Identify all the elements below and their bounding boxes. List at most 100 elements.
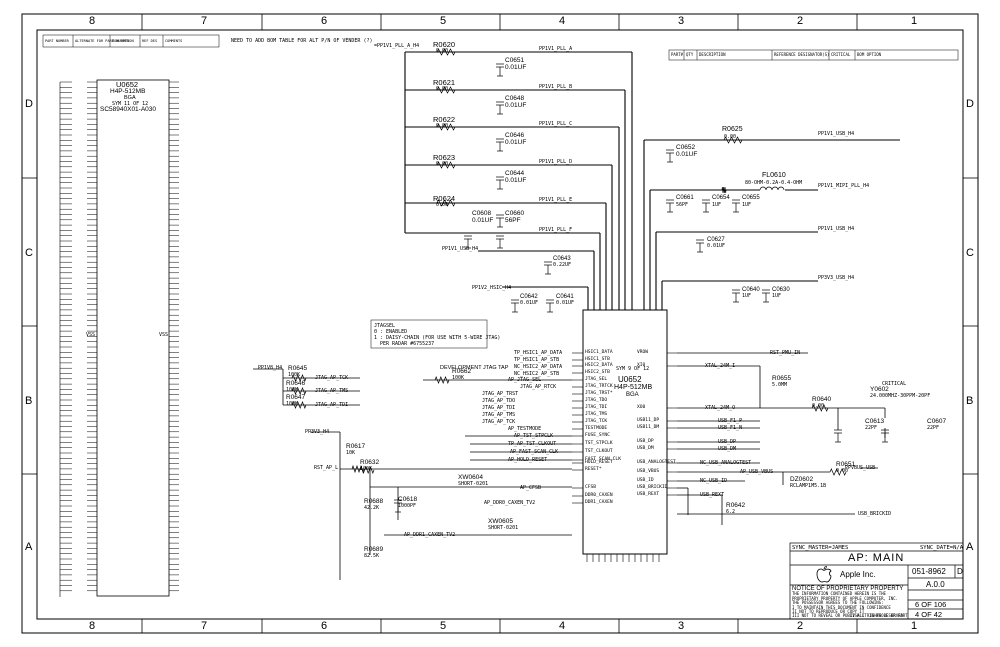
column-label-bottom: 1 <box>911 620 918 632</box>
r0651-value: 0.00 <box>836 468 849 474</box>
r0689-value: 82.5K <box>364 553 380 559</box>
main-chip-refdes: U0652 <box>618 375 642 384</box>
signal-jtag-tdi: JTAG_AP_TDI <box>482 405 516 411</box>
signal-jtag-sel: AP_JTAG_SEL <box>508 377 542 383</box>
jtag-note-1: 0 : ENABLED <box>374 329 408 335</box>
signal-ddr1: AP_DDR1_CAXEN_TV2 <box>404 532 456 538</box>
xw0605-value: SHORT-0201 <box>488 525 519 531</box>
notice-3: THE POSSESSOR AGREES TO THE FOLLOWING: <box>792 600 884 605</box>
left-chip-package: BGA <box>124 95 136 101</box>
main-chip-left-pin: DDR1_CAXEN <box>585 500 613 505</box>
c0640-ref: C0640 <box>742 287 760 293</box>
r0640-ref: R0640 <box>812 396 832 403</box>
notice-6: III NOT TO REVEAL OR PUBLISH IT IN WHOLE… <box>792 613 908 618</box>
signal-left-jtag-tms: JTAG_AP_TMS <box>315 388 349 394</box>
c0661-ref: C0661 <box>676 195 694 201</box>
c0643-ref: C0643 <box>553 256 571 262</box>
row-label-left: D <box>25 98 33 110</box>
page-number: 4 OF 42 <box>915 610 943 619</box>
signal-hsic1-data: TP_HSIC1_AP_DATA <box>514 350 563 356</box>
main-chip-right-pin: USB_REXT <box>637 492 660 497</box>
pll-resistor-value: 0.00 <box>436 86 449 92</box>
fl0610-val: 80-OHM-0.2A-0.4-OHM <box>745 180 803 186</box>
c0607-ref: C0607 <box>927 418 947 425</box>
net-pll-d: PP1V1_PLL_D <box>539 159 573 165</box>
r0647-value: 100K <box>286 401 299 407</box>
main-chip-right-pin: USB_ANALOGTEST <box>637 460 676 465</box>
main-chip-left-pin: TST_STPCLK <box>585 441 613 446</box>
signal-left-jtag-tdi: JTAG_AP_TDI <box>315 402 349 408</box>
column-label-top: 4 <box>559 15 566 27</box>
c0641-val: 0.01UF <box>556 300 575 306</box>
main-chip-right-pin: USB11_DP <box>637 418 660 423</box>
signal-usb-atest: NC_USB_ANALOGTEST <box>700 460 752 466</box>
signal-ppvbus: PPVBUS_USB <box>845 465 876 471</box>
row-label-left: B <box>25 395 33 407</box>
c0655-ref: C0655 <box>742 195 760 201</box>
notice-4: I TO MAINTAIN THIS DOCUMENT IN CONFIDENC… <box>792 604 891 610</box>
row-label-right: D <box>966 98 974 110</box>
c0607-value: 22PF <box>927 425 940 431</box>
r0625-val: 0.00 <box>724 134 737 140</box>
main-chip-package: BGA <box>626 392 639 398</box>
pll-cap-ref: C0608 <box>472 210 492 217</box>
pll-resistor-value: 0.00 <box>436 123 449 129</box>
pll-cap-value: 0.01UF <box>505 177 527 184</box>
net-pll-b: PP1V1_PLL_B <box>539 84 573 90</box>
signal-usb-brick: USB_BRICKID <box>858 511 892 517</box>
signal-ddr0: AP_DDR0_CAXEN_TV2 <box>484 500 536 506</box>
signal-xtal-out: XTAL_24M_O <box>705 405 736 411</box>
page-title: AP: MAIN <box>848 552 905 564</box>
apple-logo-icon <box>816 565 832 583</box>
xw0604-ref: XW0604 <box>458 474 483 481</box>
pll-cap-ref: C0644 <box>505 170 525 177</box>
sheet-number: 6 OF 106 <box>915 600 947 609</box>
notice-5: II NOT TO REPRODUCE OR COPY IT <box>792 609 865 614</box>
main-chip-right-pin: USB11_DM <box>637 425 660 430</box>
main-chip-left-pin: HSIC2_STB <box>585 370 610 375</box>
signal-rst-pmu: RST_PMU_IN <box>770 350 801 356</box>
pll-resistor-ref: R0621 <box>433 78 456 87</box>
pll-cap-value: 0.01UF <box>472 217 494 224</box>
main-chip-right-pin: USB_DM <box>637 446 654 451</box>
net-pll-f: PP1V1_PLL_F <box>539 227 573 233</box>
signal-clkout: TP_AP_TST_CLKOUT <box>508 441 557 447</box>
left-chip-sym: SYM 11 OF 12 <box>112 101 149 107</box>
r0655-ref: R0655 <box>772 375 792 382</box>
r0617-ref: R0617 <box>346 443 366 450</box>
pll-resistor-ref: R0620 <box>433 40 456 49</box>
net-pll-a: PP1V1_PLL_A <box>539 46 573 52</box>
main-chip-left-pin: HSIC2_DATA <box>585 363 613 368</box>
notice-title: NOTICE OF PROPRIETARY PROPERTY <box>792 586 904 592</box>
dz0602-value: RCLAMP1M5.1B <box>790 483 827 489</box>
column-label-top: 6 <box>321 15 328 27</box>
bom-header-cell: REF DES <box>142 39 158 43</box>
net-usb-h4: PP1V1_USB_H4 <box>442 246 479 252</box>
main-chip-left-pin: RESET* <box>585 467 602 472</box>
r0688-value: 42.2K <box>364 505 380 511</box>
notice-7: IV ALL RIGHTS RESERVED <box>850 613 903 618</box>
revision: A.0.0 <box>926 580 945 589</box>
main-chip-left-pin: JTAG_TDI <box>585 405 608 410</box>
row-label-right: C <box>966 247 974 259</box>
c0627-ref: C0627 <box>707 237 725 243</box>
net-right-usb: PP1V1_USB_H4 <box>818 131 855 137</box>
ref-header-cell: REFERENCE DESIGNATOR(S) <box>774 52 830 57</box>
notice-1: THE INFORMATION CONTAINED HEREIN IS THE <box>792 591 886 596</box>
pll-resistor-ref: R0623 <box>433 153 456 162</box>
signal-usb-vbus: AP_USB_VBUS <box>740 469 774 475</box>
c0642-val: 0.01UF <box>520 300 539 306</box>
fl0610-ref: FL0610 <box>762 172 786 179</box>
pll-resistor-value: 0.00 <box>436 161 449 167</box>
net-right-pp3v3: PP3V3_USB_H4 <box>818 275 855 281</box>
left-chip-body <box>96 79 170 597</box>
pll-cap-ref: C0651 <box>505 57 525 64</box>
net-right-mipi: PP1V1_MIPI_PLL_H4 <box>818 183 870 189</box>
main-chip-left-pin: JTAG_TMS <box>585 412 608 417</box>
main-chip-sym: SYM 9 OF 12 <box>616 366 650 372</box>
c0643-val: 0.22UF <box>553 262 572 268</box>
jtag-note-3: PER RADAR #6755237 <box>380 341 435 347</box>
main-chip-left-pin: TESTMODE <box>585 426 608 431</box>
main-chip-left-pin: JTAG_TRTCK <box>585 384 613 389</box>
